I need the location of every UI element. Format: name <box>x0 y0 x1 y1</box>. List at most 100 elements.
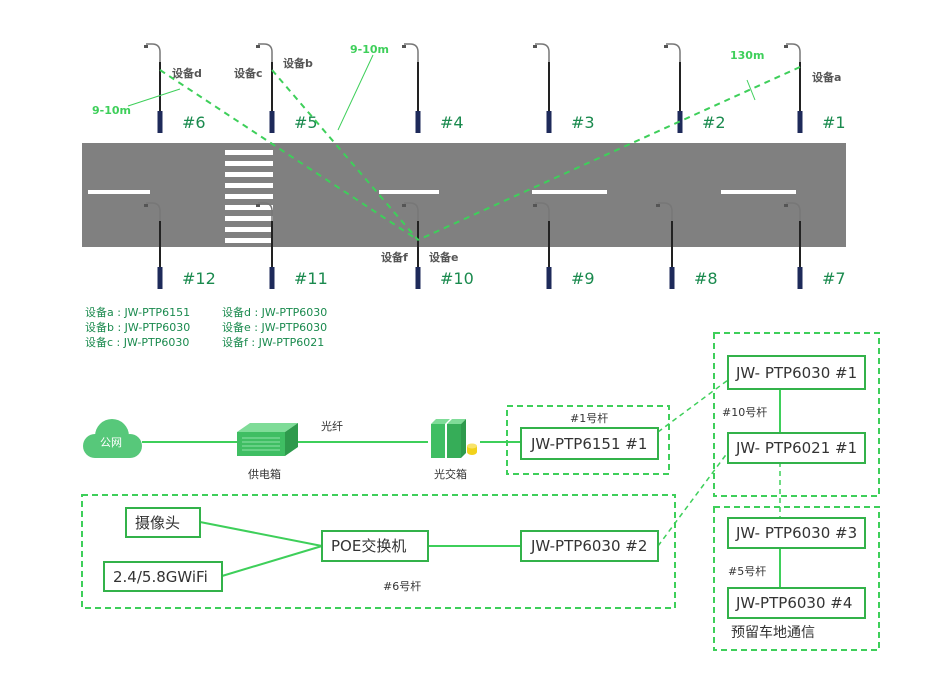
road <box>82 143 846 247</box>
wifi-box <box>103 561 223 592</box>
pole-p9: #9 <box>533 202 595 289</box>
pole-p2: #2 <box>664 43 726 133</box>
pole-p10-label: #10 <box>440 269 474 288</box>
legend-item-b: 设备b : JW-PTP6030 <box>85 320 190 334</box>
ptp6151-1-label: JW-PTP6151 #1 <box>530 435 647 453</box>
pole-p7: #7 <box>784 202 846 289</box>
pole-p10-lamp <box>402 204 406 207</box>
pole1-group <box>506 405 670 475</box>
pole-p7-lamp <box>784 204 788 207</box>
distance-right-label: 130m <box>730 49 764 62</box>
reserved-label: 预留车地通信 <box>731 624 815 641</box>
ptp6021-1-label: JW- PTP6021 #1 <box>735 439 857 457</box>
pole-p3-label: #3 <box>571 113 595 132</box>
crosswalk <box>225 150 273 243</box>
pole-p6-lamp <box>144 45 148 48</box>
pole-p5-lamp <box>256 45 260 48</box>
distance-indicators <box>127 54 756 131</box>
pole-p7-label: #7 <box>822 269 846 288</box>
power-box-label: 供电箱 <box>248 467 281 481</box>
pole-p12-base <box>157 267 163 289</box>
pole-p8: #8 <box>656 202 718 289</box>
ptp6030-3-label: JW- PTP6030 #3 <box>735 524 857 542</box>
pole-p12: #12 <box>144 202 216 289</box>
pole-p2-lamp <box>664 45 668 48</box>
pole-p8-lamp <box>656 204 660 207</box>
pole-p12-label: #12 <box>182 269 216 288</box>
device-f-label: 设备f <box>381 250 408 264</box>
legend-item-a: 设备a : JW-PTP6151 <box>85 305 190 319</box>
cloud-icon <box>83 419 142 458</box>
pole1-caption: #1号杆 <box>570 411 608 425</box>
pole-p1-label: #1 <box>822 113 846 132</box>
pole-p4-lamp <box>402 45 406 48</box>
pole-p9-arm <box>535 202 550 221</box>
distance-middle-label: 9-10m <box>350 43 389 56</box>
camera-box <box>125 507 201 538</box>
pole-p4-base <box>415 111 421 133</box>
camera-label: 摄像头 <box>135 514 180 532</box>
pole-p12-lamp <box>144 204 148 207</box>
pole-p12-arm <box>146 202 161 221</box>
pole-p10-arm <box>404 202 419 221</box>
ptp6030-4-label: JW-PTP6030 #4 <box>735 594 852 612</box>
legend-item-e: 设备e : JW-PTP6030 <box>222 320 327 334</box>
top-poles: #6 #5 #4 #3 #2 #1 <box>144 43 846 133</box>
bottom-poles: #12 #11 #10 #9 #8 #7 <box>144 202 846 289</box>
pole-p2-arm <box>666 43 681 62</box>
pole-p6-label: #6 <box>182 113 206 132</box>
pole-p4-arm <box>404 43 419 62</box>
pole-p7-base <box>797 267 803 289</box>
wireless-links <box>159 66 801 241</box>
pole-p9-base <box>546 267 552 289</box>
ptp6021-1-box <box>727 432 866 464</box>
device-a-label: 设备a <box>812 70 841 84</box>
ptp6030-2-box <box>520 530 659 562</box>
pole-p7-arm <box>786 202 801 221</box>
device-b-label: 设备b <box>283 56 313 70</box>
pole5-caption: #5号杆 <box>728 564 766 578</box>
pole-p5-arm <box>258 43 273 62</box>
legend-item-f: 设备f : JW-PTP6021 <box>222 335 324 349</box>
pole-p8-label: #8 <box>694 269 718 288</box>
wireless-backhaul <box>657 379 781 547</box>
pole-p9-lamp <box>533 204 537 207</box>
pole-p3: #3 <box>533 43 595 133</box>
pole6-caption: #6号杆 <box>383 579 421 593</box>
optical-switch-label: 光交箱 <box>434 467 467 481</box>
pole-p9-label: #9 <box>571 269 595 288</box>
device-legend: 设备a : JW-PTP6151 设备b : JW-PTP6030 设备c : … <box>85 305 327 349</box>
pole5-group <box>713 506 880 651</box>
device-c-label: 设备c <box>234 66 263 80</box>
fiber-label: 光纤 <box>321 419 343 433</box>
pole-p4: #4 <box>402 43 464 133</box>
legend-item-c: 设备c : JW-PTP6030 <box>85 335 189 349</box>
pole-p11: #11 <box>256 202 328 289</box>
pole-p11-arm <box>258 202 273 221</box>
pole-p8-base <box>669 267 675 289</box>
link-d-f <box>159 69 419 241</box>
lane-markings <box>88 190 796 194</box>
wifi-label: 2.4/5.8GWiFi <box>113 568 208 586</box>
distance-left-label: 9-10m <box>92 104 131 117</box>
pole-p10-base <box>415 267 421 289</box>
pole-p5-label: #5 <box>294 113 318 132</box>
power-box-icon <box>237 423 298 456</box>
pole-p1: #1 <box>784 43 846 133</box>
pole6-group <box>81 494 676 609</box>
ptp6151-1-box <box>520 427 659 460</box>
device-d-label: 设备d <box>172 66 202 80</box>
pole-p1-arm <box>786 43 801 62</box>
pole-p5-base <box>269 111 275 133</box>
ptp6030-4-box <box>727 587 866 619</box>
pole-p10: #10 <box>402 202 474 289</box>
pole-p5: #5 <box>256 43 318 133</box>
pole-p1-base <box>797 111 803 133</box>
ptp6030-1-box <box>727 355 866 390</box>
poe-switch-label: POE交换机 <box>331 537 406 555</box>
ptp6030-3-box <box>727 517 866 549</box>
pole-p4-label: #4 <box>440 113 464 132</box>
ptp6030-1-label: JW- PTP6030 #1 <box>735 364 857 382</box>
poe-switch-box <box>321 530 429 562</box>
